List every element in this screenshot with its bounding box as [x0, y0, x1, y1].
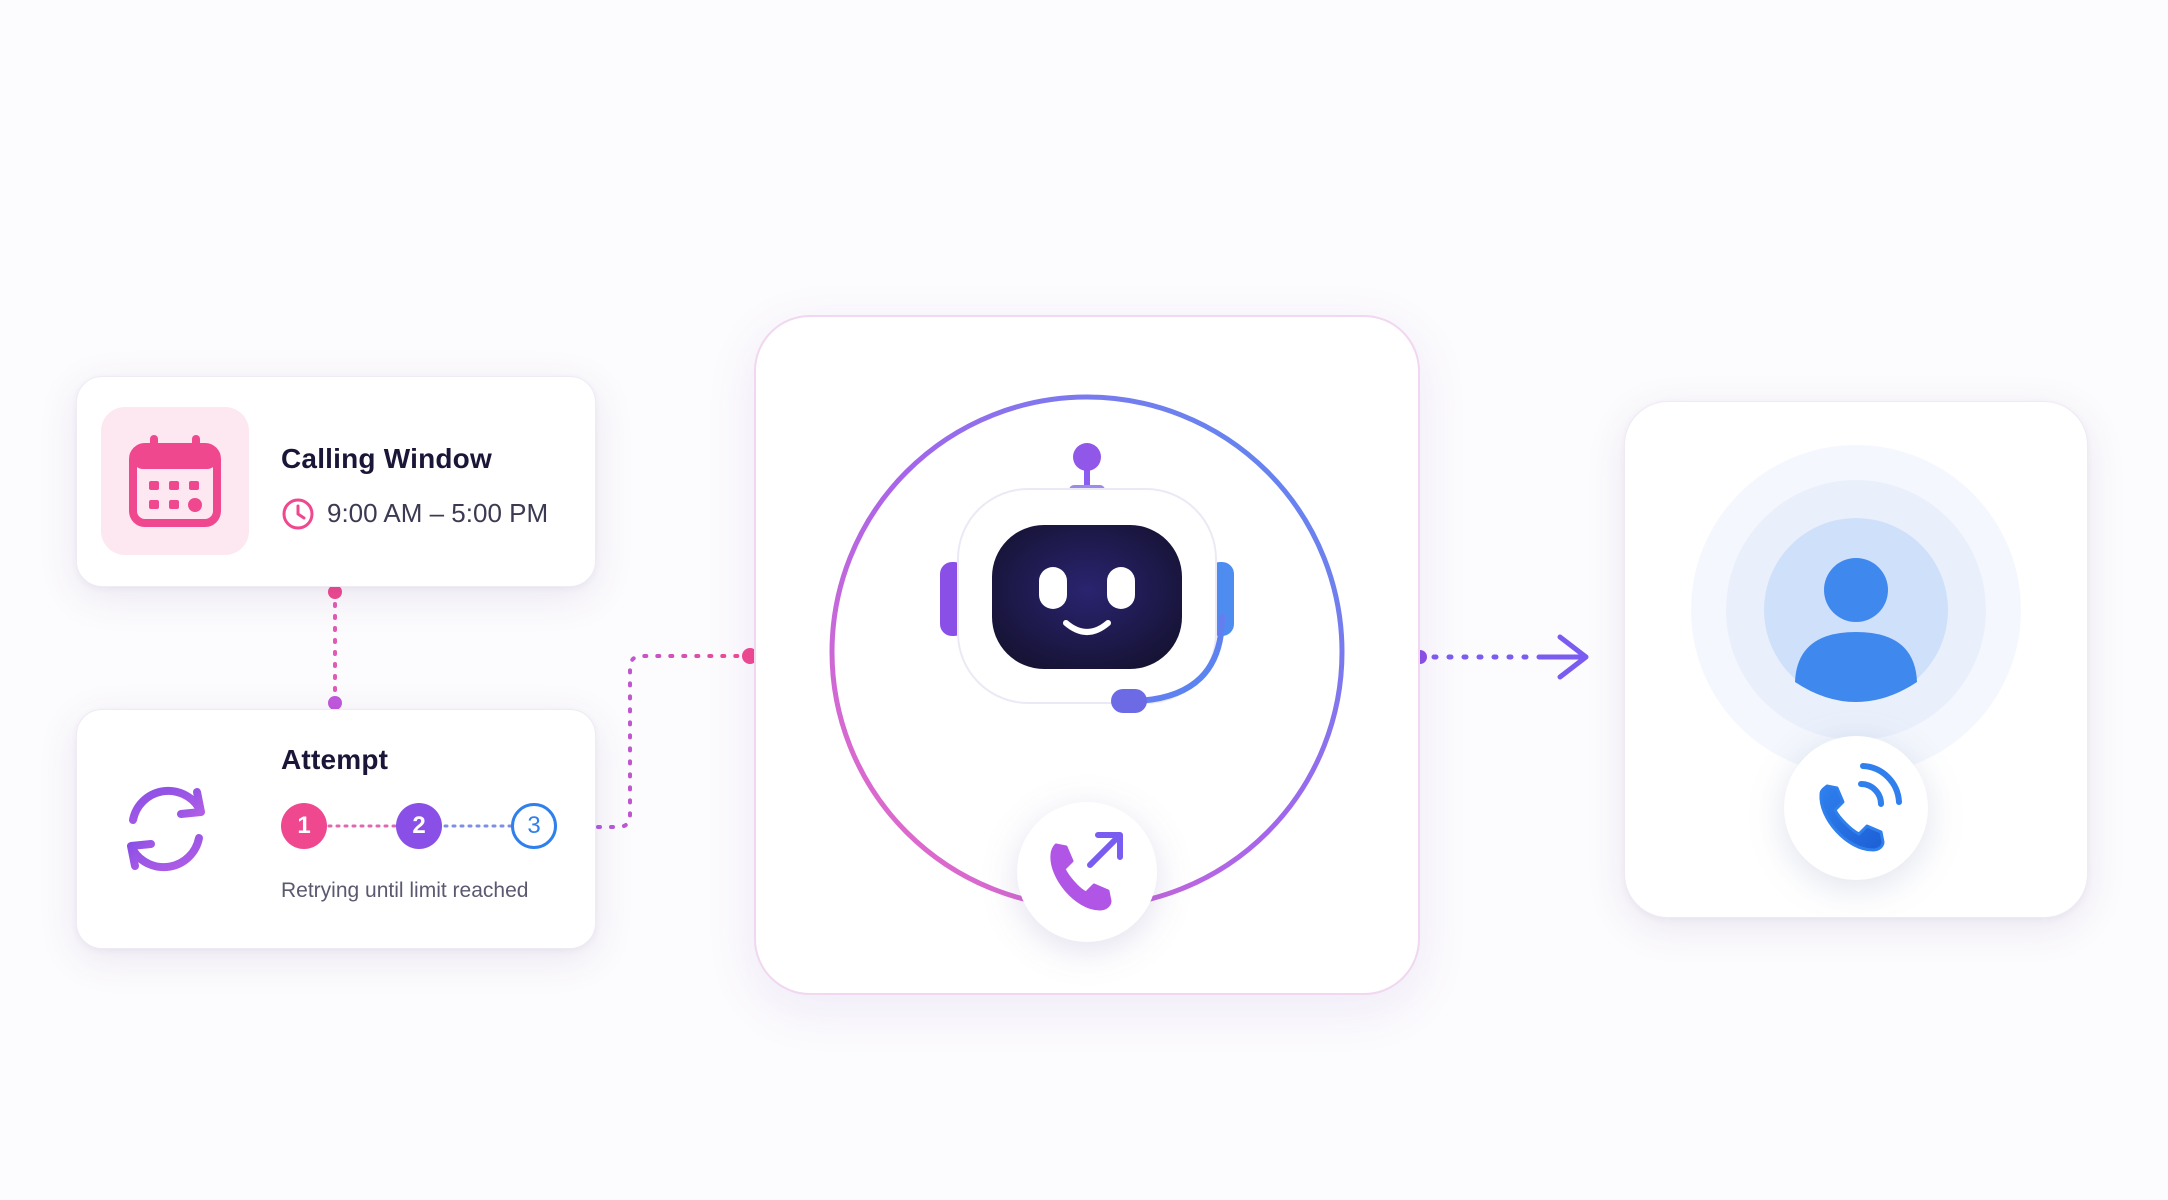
attempt-step-3: 3: [511, 803, 557, 849]
ai-agent-card: [754, 315, 1420, 995]
attempt-step-2: 2: [396, 803, 442, 849]
attempt-step-connectors: [327, 824, 531, 828]
outgoing-call-icon: [1050, 832, 1123, 911]
agent-to-contact-arrow: [1413, 634, 1589, 680]
attempt-card: Attempt 1 2 3 Retrying until limit reach…: [76, 709, 596, 949]
contact-illustration: [1691, 445, 2021, 880]
contact-card: [1624, 401, 2088, 918]
refresh-icon: [127, 786, 205, 872]
clock-icon: [282, 498, 314, 530]
attempt-to-agent-connector: [596, 654, 750, 829]
voice-waveform: [914, 736, 1259, 808]
window-to-attempt-connector: [328, 585, 342, 710]
calling-window-card: Calling Window 9:00 AM – 5:00 PM: [76, 376, 596, 587]
attempt-title: Attempt: [281, 744, 389, 775]
calling-window-title: Calling Window: [281, 443, 492, 474]
calling-window-time: 9:00 AM – 5:00 PM: [327, 498, 549, 528]
agent-illustration: [829, 394, 1345, 942]
user-avatar-icon: [1764, 518, 1948, 702]
attempt-status-text: Retrying until limit reached: [281, 879, 529, 902]
attempt-step-1: 1: [281, 803, 327, 849]
ringing-phone-icon: [1819, 763, 1902, 852]
calendar-icon-tile: [101, 407, 249, 555]
calendar-icon: [129, 435, 221, 527]
robot-agent-icon: [940, 443, 1234, 713]
